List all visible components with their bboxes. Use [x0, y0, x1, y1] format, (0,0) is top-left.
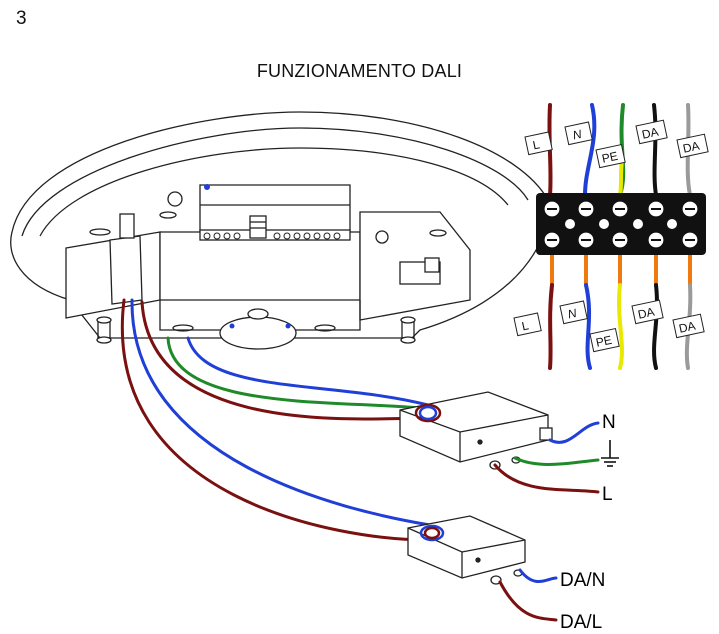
page-number: 3	[16, 8, 27, 29]
svg-text:DA: DA	[641, 125, 660, 142]
tag-bottom-da-2: DA	[672, 313, 705, 339]
luminaire-housing	[10, 111, 549, 350]
tag-bottom-n: N	[559, 300, 588, 325]
svg-text:DA: DA	[678, 319, 697, 336]
terminal-bottom-tags: L N PE DA DA	[513, 299, 705, 353]
tag-top-pe: PE	[595, 144, 626, 169]
svg-text:PE: PE	[595, 333, 614, 350]
tag-bottom-l: L	[513, 312, 542, 337]
tag-top-l: L	[524, 131, 553, 156]
connector-1	[399, 391, 553, 470]
connector-2-output-wires	[498, 568, 558, 622]
dali-live-wire	[120, 298, 430, 542]
tag-bottom-da-1: DA	[631, 299, 664, 325]
connector-1-output-wires	[493, 421, 600, 494]
ground-symbol-icon	[601, 440, 619, 467]
terminal-top-tags: L N PE DA DA	[524, 119, 709, 169]
connector-2-dali-l-label: DA/L	[560, 612, 602, 633]
tag-top-n: N	[564, 121, 593, 146]
svg-text:DA: DA	[637, 305, 656, 322]
svg-text:L: L	[531, 137, 541, 152]
svg-text:N: N	[571, 127, 583, 143]
wires-to-connector-2	[120, 298, 432, 542]
tag-top-da-2: DA	[676, 133, 709, 159]
connector-2	[407, 515, 526, 585]
svg-text:DA: DA	[682, 139, 701, 156]
dali-neutral-wire	[130, 298, 432, 527]
terminal-block-wires-top	[547, 103, 692, 197]
tag-top-da-1: DA	[635, 119, 668, 145]
svg-text:PE: PE	[601, 149, 620, 166]
live-wire-1	[140, 300, 420, 421]
diagram-title: FUNZIONAMENTO DALI	[256, 61, 463, 81]
connector-1-neutral-label: N	[602, 412, 616, 433]
svg-text:N: N	[566, 306, 578, 322]
terminal-block	[536, 193, 706, 255]
connector-2-dali-n-label: DA/N	[560, 570, 605, 591]
svg-text:L: L	[520, 318, 530, 333]
tag-bottom-pe: PE	[589, 328, 620, 353]
connector-1-live-label: L	[602, 484, 613, 505]
earth-wire-1	[166, 336, 432, 422]
